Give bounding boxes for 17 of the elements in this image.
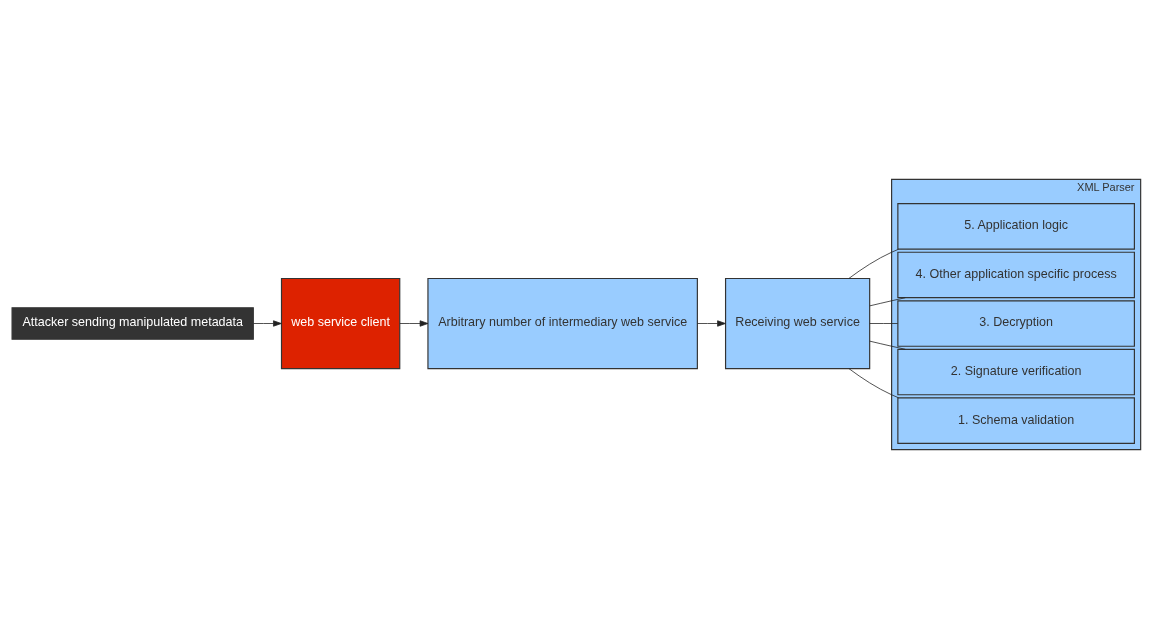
connector [848, 367, 899, 398]
node-box: 4. Other application specific process [897, 251, 1135, 298]
node-box: 1. Schema validation [897, 396, 1135, 444]
arrow [399, 319, 429, 327]
node-box: 3. Decryption [897, 299, 1135, 347]
node-box: web service client [280, 277, 401, 369]
node-box: Arbitrary number of intermediary web service [427, 277, 698, 369]
node-box: Receiving web service [725, 277, 871, 369]
node-box: 5. Application logic [897, 202, 1135, 250]
connector [869, 296, 906, 306]
connector [848, 248, 899, 279]
connector [869, 340, 906, 350]
connector [869, 322, 899, 324]
arrow [697, 319, 726, 327]
arrow [253, 319, 282, 327]
node-box: 2. Signature verification [897, 348, 1135, 395]
node-box: Attacker sending manipulated metadata [11, 306, 254, 340]
